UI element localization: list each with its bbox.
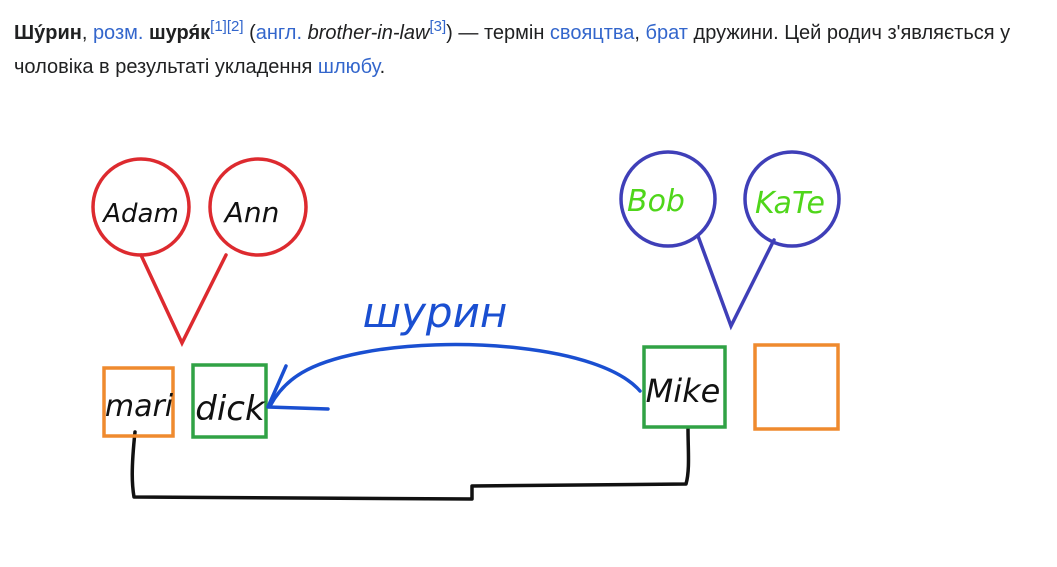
arrow-label: шурин bbox=[363, 288, 508, 337]
definition-rest: дружини. Цей родич з'являється у чоловік… bbox=[14, 22, 1011, 78]
brother-in-law-arrow bbox=[268, 342, 642, 408]
child-box-dick bbox=[191, 363, 268, 439]
parent-name-ann: Ann bbox=[223, 196, 280, 229]
left-parents: Adam Ann bbox=[91, 157, 308, 348]
marriage-link[interactable]: шлюбу bbox=[317, 56, 380, 78]
arrow-head bbox=[266, 364, 330, 411]
child-box-mari bbox=[102, 366, 175, 438]
parent-name-kate: KaTe bbox=[755, 186, 825, 221]
definition-text: ) — термін bbox=[446, 22, 550, 44]
reference-1[interactable]: [1] bbox=[210, 18, 227, 35]
separator: , bbox=[81, 22, 93, 44]
english-term: brother-in-law bbox=[307, 22, 430, 44]
spouse-box-empty bbox=[753, 343, 840, 431]
variant-word: шуря́к bbox=[149, 22, 211, 44]
parent-circle-kate bbox=[743, 150, 841, 248]
english-link[interactable]: англ. bbox=[255, 22, 303, 44]
reference-2[interactable]: [2] bbox=[226, 18, 244, 35]
parent-link-left bbox=[139, 253, 228, 348]
brother-link[interactable]: брат bbox=[645, 22, 688, 44]
paren-open: ( bbox=[243, 22, 256, 44]
right-parents: Bob KaTe bbox=[619, 150, 841, 331]
child-name-mike: Mike bbox=[646, 372, 721, 410]
parent-circle-ann bbox=[208, 157, 308, 257]
headword: Шу́рин bbox=[14, 22, 82, 44]
parent-link-right bbox=[696, 234, 776, 331]
article-intro: Шу́рин, розм. шуря́к[1][2] (англ. brothe… bbox=[14, 16, 1044, 84]
child-box-mike bbox=[642, 345, 727, 429]
parent-name-adam: Adam bbox=[101, 199, 179, 229]
period: . bbox=[379, 56, 386, 78]
parent-name-bob: Bob bbox=[627, 184, 685, 219]
marriage-line bbox=[130, 426, 691, 501]
comma: , bbox=[634, 22, 646, 44]
child-name-mari: mari bbox=[105, 389, 174, 424]
affinity-link[interactable]: свояцтва bbox=[549, 22, 635, 44]
child-name-dick: dick bbox=[195, 389, 266, 429]
parent-circle-bob bbox=[619, 150, 717, 248]
colloquial-link[interactable]: розм. bbox=[92, 22, 144, 44]
reference-3[interactable]: [3] bbox=[429, 18, 447, 35]
